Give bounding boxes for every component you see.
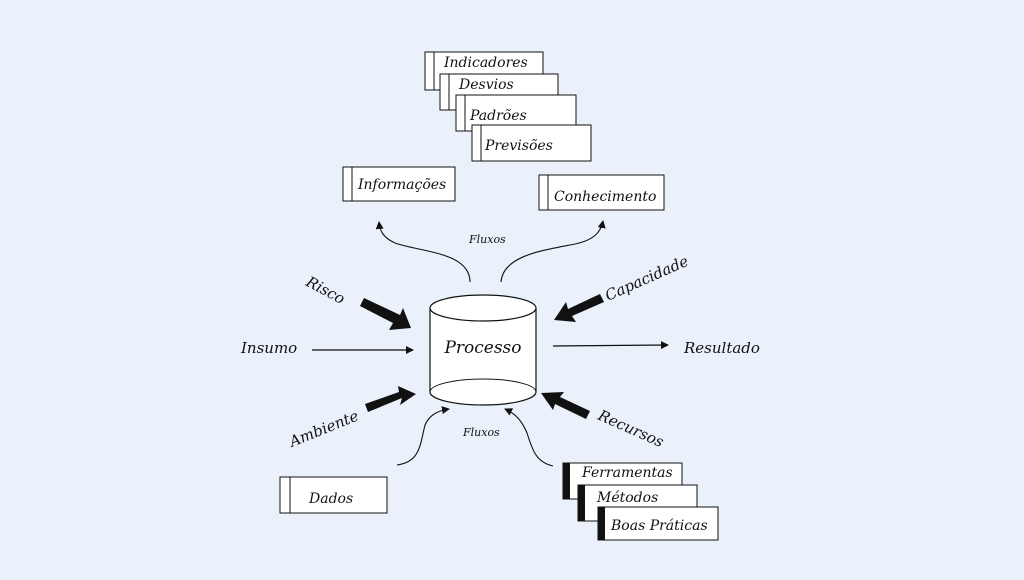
padroes-label: Padrões — [469, 108, 527, 124]
flows-top-label: Fluxos — [468, 233, 506, 246]
boas-praticas-label: Boas Práticas — [610, 518, 708, 534]
informacoes-label: Informações — [357, 177, 446, 193]
capacidade-arrow — [554, 294, 604, 322]
flow-from-ferramentas-arrow — [504, 408, 554, 467]
flow-to-conhecimento-arrow — [500, 220, 606, 283]
flows-bottom-label: Fluxos — [462, 426, 500, 439]
metodos-label: Métodos — [596, 490, 658, 506]
resultado-arrow — [552, 341, 669, 350]
risco-arrow — [360, 298, 411, 330]
conhecimento-box: Conhecimento — [538, 174, 665, 211]
source-stack: Ferramentas Métodos Boas Práticas — [562, 462, 719, 541]
previsoes-label: Previsões — [484, 138, 553, 154]
ambiente-arrow — [365, 386, 416, 412]
previsoes-box: Previsões — [471, 124, 592, 162]
conhecimento-label: Conhecimento — [554, 189, 656, 205]
capacidade-label: Capacidade — [602, 252, 691, 305]
risco-label: Risco — [302, 272, 348, 308]
informacoes-box: Informações — [342, 166, 456, 202]
dados-label: Dados — [308, 491, 353, 507]
flow-to-informacoes-arrow — [375, 221, 471, 283]
resultado-label: Resultado — [683, 339, 760, 357]
recursos-arrow — [541, 392, 590, 419]
desvios-label: Desvios — [458, 77, 514, 93]
boas-praticas-box: Boas Práticas — [597, 506, 719, 541]
dados-box: Dados — [279, 476, 388, 514]
process-cylinder: Processo — [429, 294, 537, 406]
flow-from-dados-arrow — [396, 406, 450, 466]
process-label: Processo — [443, 338, 521, 358]
recursos-label: Recursos — [594, 406, 666, 451]
ferramentas-label: Ferramentas — [581, 465, 673, 481]
output-stack: Indicadores Desvios Padrões Previsões — [424, 51, 592, 162]
insumo-label: Insumo — [240, 339, 297, 357]
ambiente-label: Ambiente — [285, 407, 361, 452]
indicadores-label: Indicadores — [443, 55, 528, 71]
